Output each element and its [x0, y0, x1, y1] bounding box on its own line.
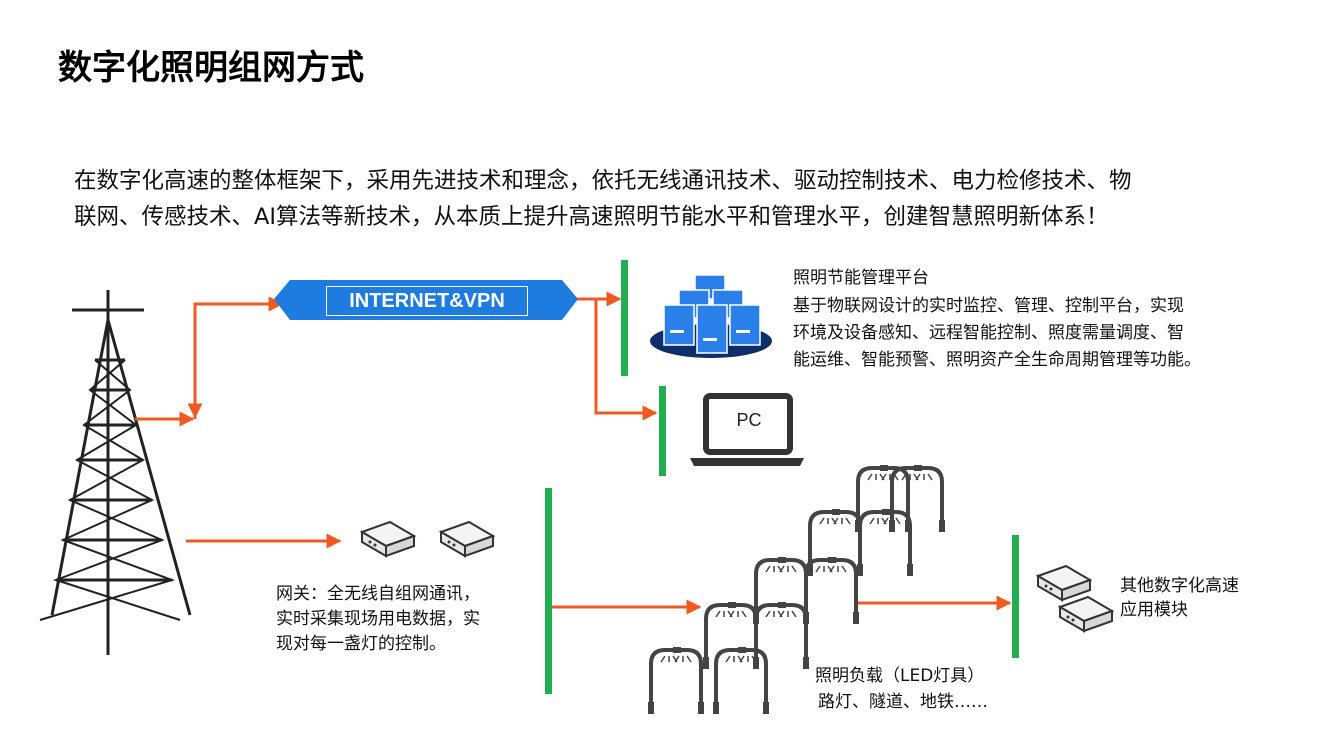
lighting-load-label: 照明负载（LED灯具） [815, 666, 985, 686]
platform-desc-1: 基于物联网设计的实时监控、管理、控制平台，实现 [793, 296, 1184, 316]
gateway-desc-2: 实时采集现场用电数据，实 [276, 609, 480, 629]
module-device-icon [1037, 565, 1091, 601]
module-device-icon [1059, 596, 1113, 632]
platform-desc-3: 能运维、智能预警、照明资产全生命周期管理等功能。 [793, 350, 1201, 370]
internet-ribbon [274, 280, 578, 320]
connection-arrows [135, 291, 1012, 615]
other-modules-line-1: 其他数字化高速 [1120, 576, 1239, 596]
server-cluster-icon [650, 274, 772, 358]
gateway-desc-1: 网关：全无线自组网通讯， [276, 584, 480, 604]
platform-title: 照明节能管理平台 [793, 268, 929, 288]
intro-line-1: 在数字化高速的整体框架下，采用先进技术和理念，依托无线通讯技术、驱动控制技术、电… [74, 168, 1132, 194]
intro-paragraph: 在数字化高速的整体框架下，采用先进技术和理念，依托无线通讯技术、驱动控制技术、电… [74, 163, 1264, 235]
tower-icon [39, 290, 192, 655]
bar-gateway [545, 488, 552, 694]
platform-desc-2: 环境及设备感知、远程智能控制、照度需量调度、智 [793, 323, 1184, 343]
arrow-to-pc [594, 299, 658, 421]
bar-modules [1012, 535, 1019, 658]
other-modules-line-2: 应用模块 [1120, 600, 1188, 620]
laptop-icon [690, 393, 804, 466]
pc-label: PC [736, 410, 762, 430]
gateway-device-icon [361, 521, 415, 557]
arrow-up-to-internet [193, 296, 284, 419]
page-title: 数字化照明组网方式 [58, 48, 364, 88]
bar-pc [659, 386, 666, 476]
lighting-types-label: 路灯、隧道、地铁…… [818, 692, 988, 712]
gateway-device-icon [440, 521, 494, 557]
intro-line-2: 联网、传感技术、AI算法等新技术，从本质上提升高速照明节能水平和管理水平，创建智… [74, 204, 1109, 230]
internet-vpn-label: INTERNET&VPN [326, 286, 528, 316]
bar-platform [621, 260, 628, 376]
gateway-desc-3: 现对每一盏灯的控制。 [276, 634, 446, 654]
network-bars [545, 260, 1019, 694]
